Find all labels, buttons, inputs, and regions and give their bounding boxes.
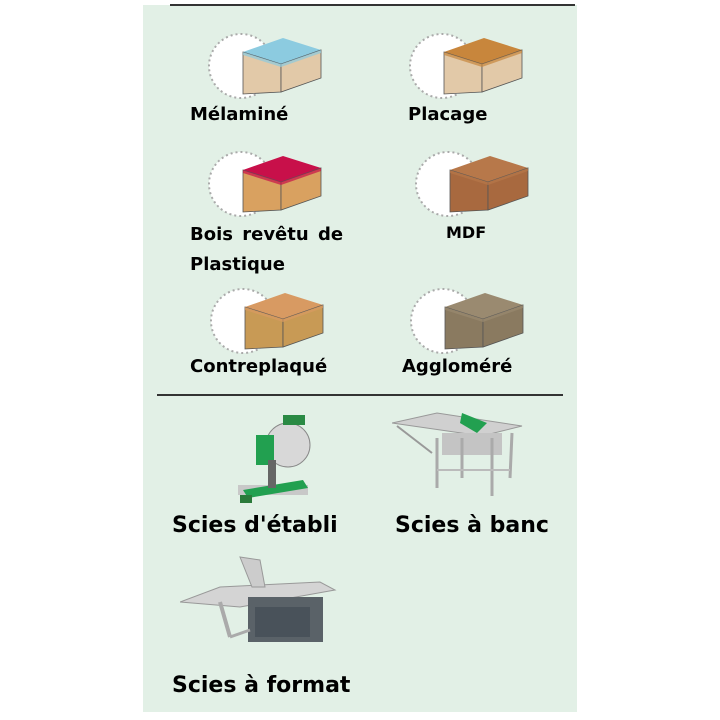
material-label-plastique: Plastique — [190, 254, 285, 275]
table-saw-image — [392, 412, 523, 496]
melamine-blade-icon — [208, 33, 322, 99]
contreplaque-blade-icon — [210, 288, 324, 354]
panel-saw-image — [180, 556, 337, 642]
top-divider — [170, 4, 575, 6]
section-divider — [157, 394, 563, 396]
material-label-mdf: MDF — [446, 223, 487, 242]
saw-label-format: Scies à format — [172, 673, 351, 698]
material-label-agglomere: Aggloméré — [402, 356, 513, 377]
agglomere-blade-icon — [410, 288, 524, 354]
material-label-placage: Placage — [408, 104, 488, 125]
material-label-bois-revetu: Bois revêtu de — [190, 224, 344, 245]
saw-label-banc: Scies à banc — [395, 513, 549, 538]
miter-saw-image — [238, 415, 311, 503]
saw-label-etabli: Scies d'établi — [172, 513, 338, 538]
material-label-melamine: Mélaminé — [190, 104, 289, 125]
material-label-contreplaque: Contreplaqué — [190, 356, 328, 377]
placage-blade-icon — [409, 33, 523, 99]
bois-plastique-blade-icon — [208, 151, 322, 217]
mdf-blade-icon — [415, 151, 529, 217]
